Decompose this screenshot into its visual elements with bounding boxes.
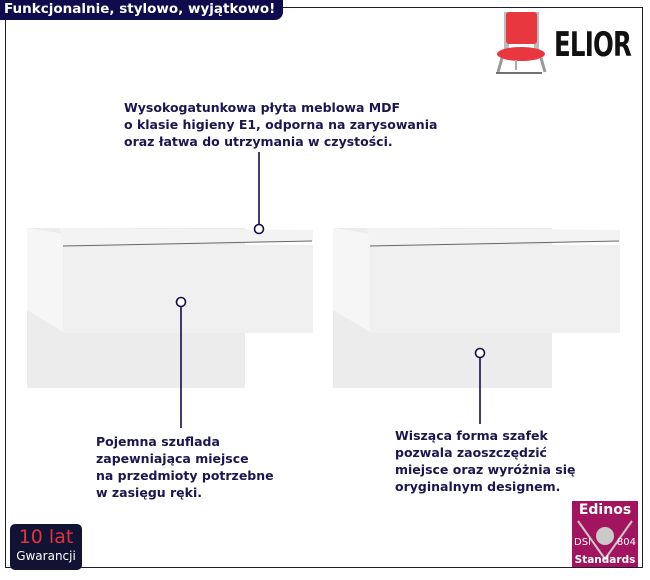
callout-line: o klasie higieny E1, odporna na zarysowa…	[124, 117, 438, 132]
brand-name: ELIOR	[554, 25, 632, 65]
callout-line: na przedmioty potrzebne	[96, 468, 274, 483]
edinos-number: 804	[616, 537, 636, 548]
callout-leaders	[175, 152, 486, 428]
callout-line: zapewniająca miejsce	[96, 451, 249, 466]
edinos-title: Edinos	[578, 502, 632, 518]
callout-line: pozwala zaoszczędzić	[395, 445, 547, 460]
tagline-banner: Funkcjonalnie, stylowo, wyjątkowo!	[0, 0, 284, 20]
callout-line: oraz łatwa do utrzymania w czystości.	[124, 134, 393, 149]
edinos-dsi: DSI	[574, 537, 591, 548]
edinos-badge: Edinos DSI 804 Standards	[572, 501, 638, 567]
warranty-label: Gwarancji	[16, 549, 76, 563]
callout-line: w zasięgu ręki.	[96, 485, 202, 500]
callout-dot-left	[175, 296, 187, 308]
callout-line: miejsce oraz wyróżnia się	[395, 462, 576, 477]
edinos-v-icon	[577, 520, 633, 561]
cabinet-left	[27, 228, 313, 388]
callout-line: Wisząca forma szafek	[395, 428, 548, 443]
callout-line: Pojemna szuflada	[96, 434, 220, 449]
callout-left-text: Pojemna szuflada zapewniająca miejsce na…	[96, 433, 274, 501]
callout-dot-right	[474, 347, 486, 359]
callout-right-text: Wisząca forma szafek pozwala zaoszczędzi…	[395, 427, 575, 495]
callout-top-text: Wysokogatunkowa płyta meblowa MDF o klas…	[124, 99, 437, 150]
callout-dot-top	[253, 223, 265, 235]
warranty-years: 10 lat	[18, 526, 74, 548]
callout-line: Wysokogatunkowa płyta meblowa MDF	[124, 100, 401, 115]
warranty-badge: 10 lat Gwarancji	[10, 524, 82, 570]
callout-line: oryginalnym designem.	[395, 479, 561, 494]
chair-logo-icon	[496, 12, 547, 74]
cabinet-right	[333, 228, 620, 388]
edinos-standards: Standards	[574, 554, 636, 566]
frame-border	[5, 7, 643, 568]
